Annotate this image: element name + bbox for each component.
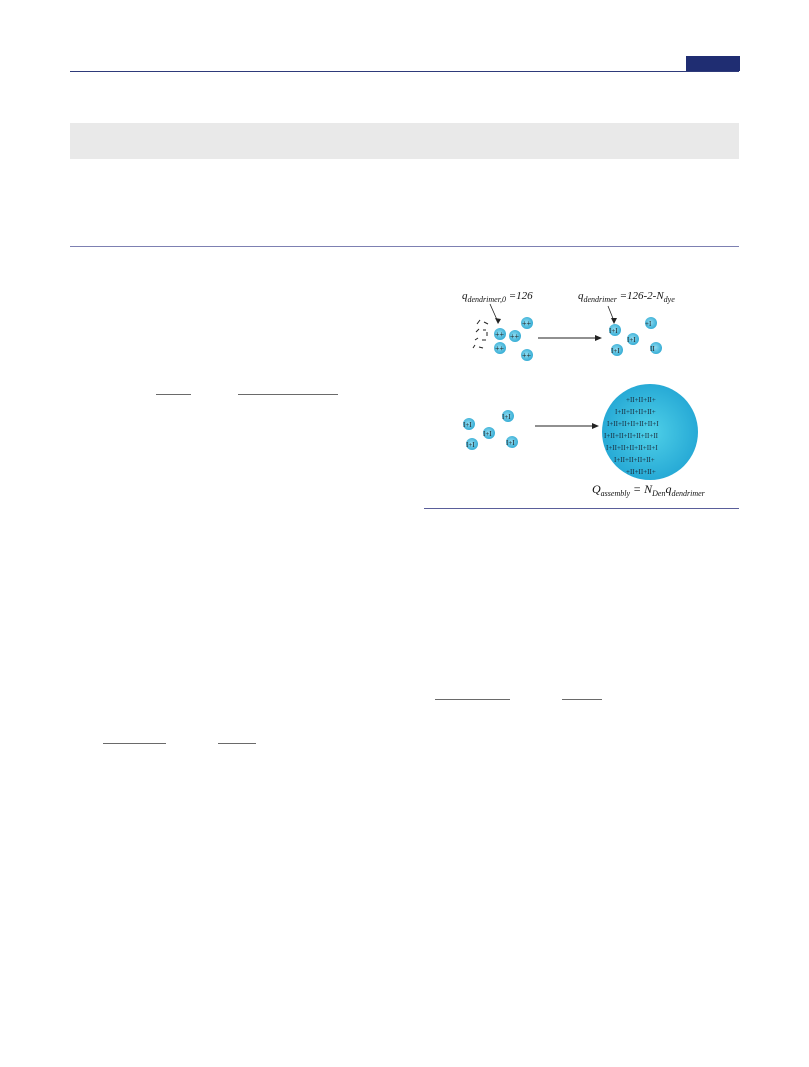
dendrimer-assembly-figure: ++ ++ ++ ++ ++ I+I +I I+I I+I II I+I I+I <box>440 280 740 505</box>
svg-text:I+II+II+II+II+: I+II+II+II+II+ <box>615 408 656 416</box>
svg-text:++: ++ <box>510 332 520 341</box>
dendrimer-group-bottom: I+I I+I I+I I+I I+I <box>463 410 518 450</box>
svg-text:I+I: I+I <box>463 421 472 429</box>
assembly-sphere: +II+II+II+ I+II+II+II+II+ I+II+II+II+II+… <box>602 384 698 480</box>
figure-caption-rule <box>424 508 739 509</box>
label-dye-charge: qdendrimer =126-2-Ndye <box>578 290 675 304</box>
svg-text:II: II <box>650 345 655 353</box>
svg-text:++: ++ <box>495 330 505 339</box>
svg-text:I+I: I+I <box>506 439 515 447</box>
svg-text:++: ++ <box>522 319 532 328</box>
reaction-arrow-bottom <box>535 423 599 429</box>
equation-fraction-bar <box>562 699 602 700</box>
svg-text:++: ++ <box>522 351 532 360</box>
svg-text:I+II+II+II+II+II+I: I+II+II+II+II+II+I <box>606 444 658 452</box>
label-initial-charge: qdendrimer,0 =126 <box>462 290 533 304</box>
reaction-arrow-top <box>538 335 602 341</box>
section-divider <box>70 246 739 247</box>
figure-graphic: ++ ++ ++ ++ ++ I+I +I I+I I+I II I+I I+I <box>463 303 698 480</box>
svg-text:I+II+II+II+II+II+II: I+II+II+II+II+II+II <box>604 432 659 440</box>
svg-text:I+II+II+II+II+: I+II+II+II+II+ <box>614 456 655 464</box>
svg-text:I+I: I+I <box>466 441 475 449</box>
svg-text:I+I: I+I <box>502 413 511 421</box>
dendrimer-group-initial: ++ ++ ++ ++ ++ <box>494 317 533 361</box>
equation-fraction-bar <box>435 699 510 700</box>
gray-banner <box>70 123 739 159</box>
svg-text:I+I: I+I <box>609 327 618 335</box>
equation-fraction-bar <box>218 743 256 744</box>
page-number-tab <box>686 56 740 71</box>
equation-fraction-bar <box>103 743 166 744</box>
svg-text:I+I: I+I <box>611 347 620 355</box>
equation-fraction-bar <box>238 394 338 395</box>
svg-text:I+I: I+I <box>627 336 636 344</box>
svg-text:+I: +I <box>645 320 652 328</box>
label-assembly-charge: Qassembly = NDenqdendrimer <box>592 482 705 498</box>
equation-fraction-bar <box>156 394 191 395</box>
header-rule <box>70 71 739 72</box>
svg-text:I+II+II+II+II+II+I: I+II+II+II+II+II+I <box>607 420 659 428</box>
svg-text:+II+II+II+: +II+II+II+ <box>626 468 656 476</box>
svg-text:+II+II+II+: +II+II+II+ <box>626 396 656 404</box>
dendrimer-group-dye-loaded: I+I +I I+I I+I II <box>609 317 662 356</box>
svg-text:I+I: I+I <box>483 430 492 438</box>
svg-text:++: ++ <box>495 344 505 353</box>
free-dye-molecules <box>472 319 489 349</box>
